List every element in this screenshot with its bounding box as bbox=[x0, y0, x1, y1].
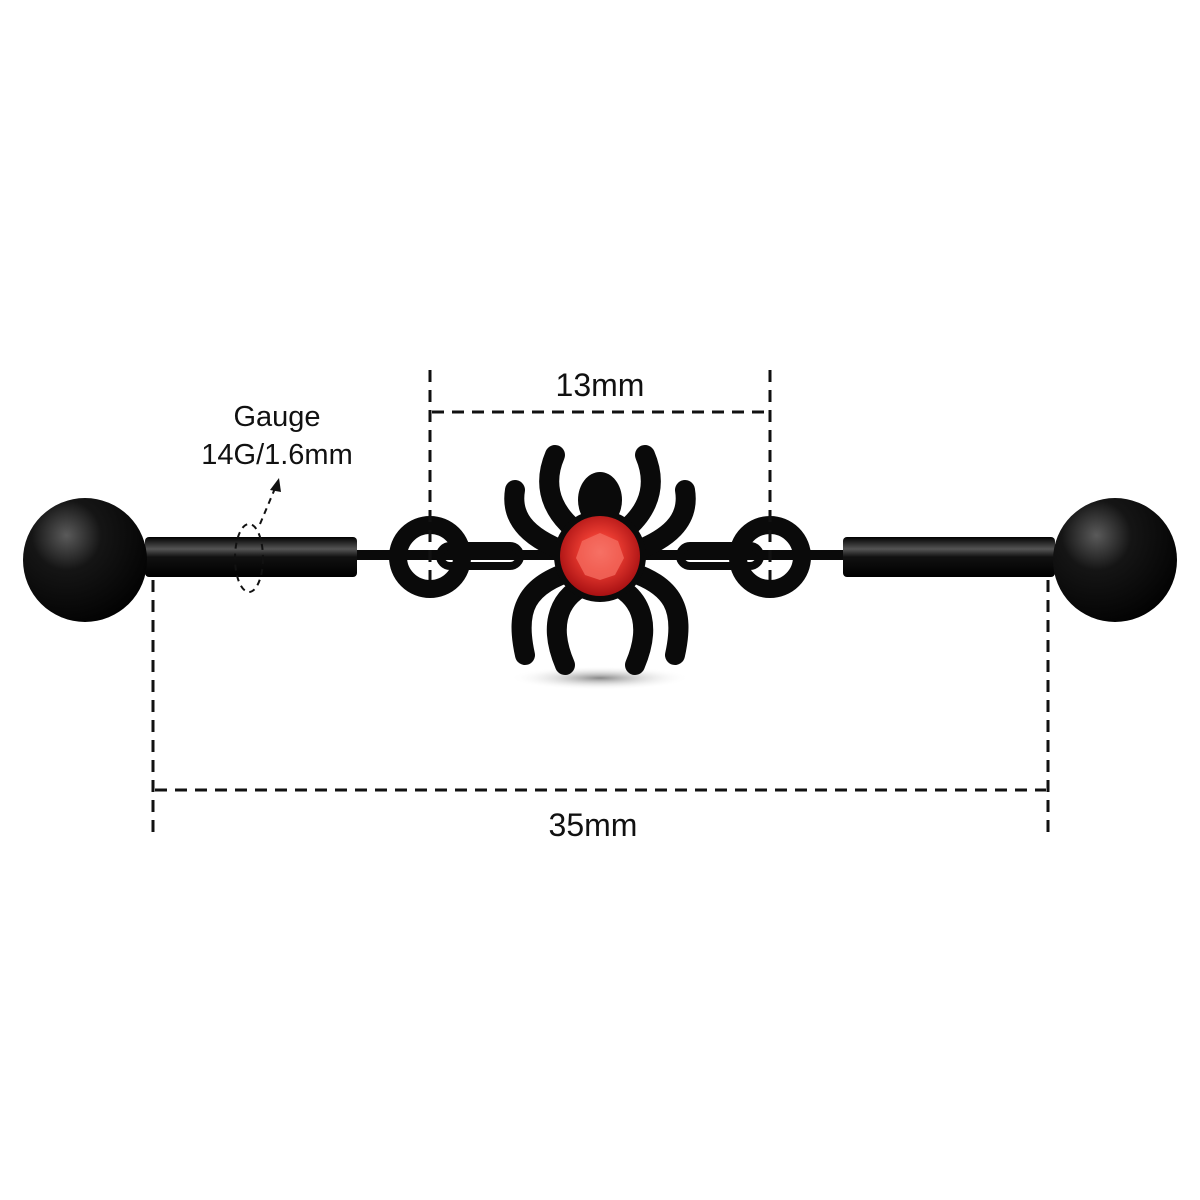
left-bar bbox=[145, 537, 357, 577]
right-link bbox=[676, 542, 764, 570]
spider-shadow bbox=[510, 666, 690, 690]
bar-length-label: 35mm bbox=[549, 807, 638, 843]
spider-width-label: 13mm bbox=[556, 367, 645, 403]
right-jump-ring bbox=[729, 516, 811, 598]
right-ball-end bbox=[1053, 498, 1177, 622]
left-link bbox=[436, 542, 524, 570]
arrow-head-icon bbox=[270, 478, 281, 492]
left-jump-ring bbox=[389, 516, 471, 598]
gauge-indicator-ellipse bbox=[234, 523, 264, 593]
gauge-callout: Gauge 14G/1.6mm bbox=[201, 401, 353, 593]
bar-length-dimension: 35mm bbox=[151, 580, 1050, 843]
right-bar bbox=[843, 537, 1055, 577]
gauge-value: 14G/1.6mm bbox=[201, 439, 353, 471]
spider-width-dimension: 13mm bbox=[428, 367, 772, 580]
gauge-title: Gauge bbox=[233, 401, 320, 433]
gem-facet bbox=[576, 533, 624, 580]
barbell-jewelry bbox=[23, 445, 1177, 690]
gauge-arrow-line bbox=[259, 485, 277, 525]
left-ball-end bbox=[23, 498, 147, 622]
